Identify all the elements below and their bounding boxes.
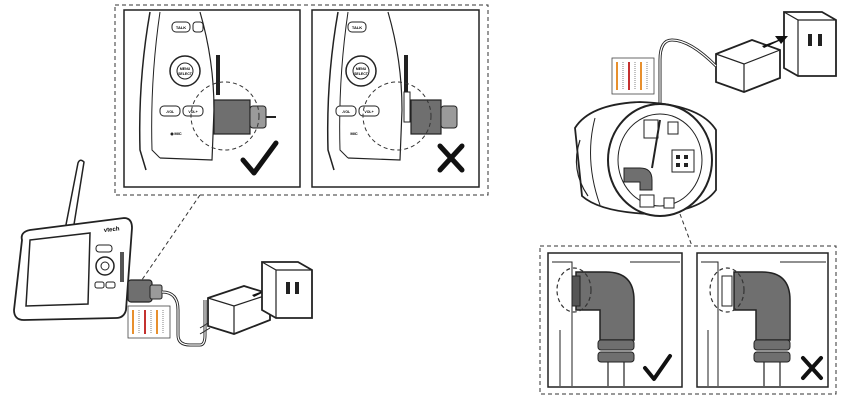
monitor-incorrect-panel: MENU SELECT TALK -VOL VOL+ MIC [311,9,480,188]
check-icon [240,140,279,176]
monitor-unit: vtech [13,159,133,321]
select-key-label-2: SELECT [354,72,369,76]
select-key-label: SELECT [178,72,193,76]
vol-down-label-2: -VOL [342,110,351,114]
monitor-callout-box [114,4,489,196]
camera-cross-icon [801,356,823,380]
camera-base [574,101,717,217]
talk-key-label-2: TALK [352,25,362,30]
vol-up-label-2: VOL+ [364,110,373,114]
monitor-power-cable [127,279,211,347]
vol-up-label: VOL+ [188,110,197,114]
mic-label-2: MIC [350,131,357,136]
vol-down-label: -VOL [166,110,175,114]
camera-insert-arrow-icon [762,36,788,48]
camera-check-icon [643,354,672,381]
cable-warning-tag [127,305,171,339]
vol-up-key [182,105,204,117]
monitor-correct-panel: MENU SELECT TALK -VOL VOL+ MIC [123,9,301,188]
camera-cable-warning-tag [611,57,655,95]
power-plug-loose [403,91,411,123]
power-plug [213,99,251,135]
talk-key [171,21,191,33]
menu-key-label-2: MENU [356,67,367,71]
cross-icon [437,143,465,173]
camera-callout-box [539,245,837,395]
camera-power-adapter [715,36,788,93]
camera-correct-panel [547,252,683,388]
brand-label: vtech [104,226,121,234]
camera-incorrect-panel [696,252,829,388]
menu-key-label: MENU [180,67,191,71]
wall-outlet [261,261,313,319]
vol-down-key [159,105,181,117]
camera-wall-outlet [783,11,837,77]
mic-label: MIC [174,131,181,136]
talk-key-label: TALK [176,25,186,30]
